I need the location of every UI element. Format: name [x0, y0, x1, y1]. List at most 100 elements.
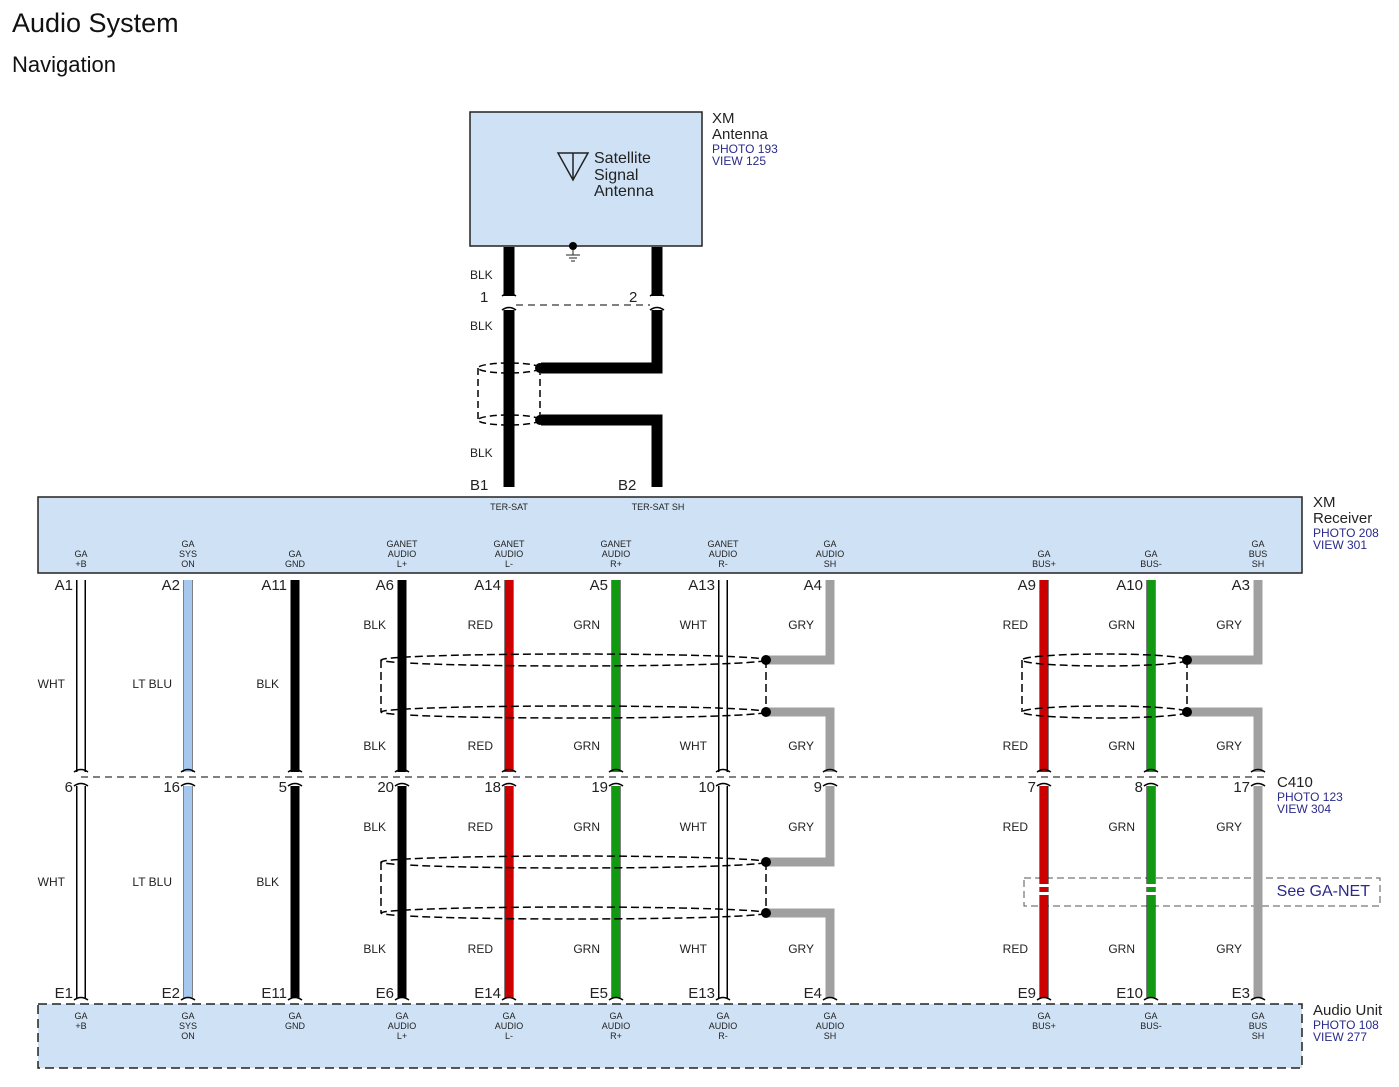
receiver-pin-name-w7: R-: [718, 559, 728, 569]
unit-pin-name-w7: R-: [718, 1031, 728, 1041]
unit-break-w9: [1036, 996, 1052, 1001]
unit-pin-name-w10: BUS-: [1140, 1021, 1162, 1031]
receiver-pin-name-w4: AUDIO: [388, 549, 417, 559]
audio-unit-photo-link[interactable]: PHOTO 108: [1313, 1018, 1379, 1032]
receiver-pin-w5: A14: [474, 577, 501, 594]
unit-pin-name-w9: GA: [1037, 1011, 1050, 1021]
receiver-pin-name-w4: GANET: [386, 539, 418, 549]
receiver-pin-name-w10: GA: [1144, 549, 1157, 559]
wire-color-bot2-w9: RED: [1003, 942, 1029, 956]
wire-color-bot-w4: BLK: [363, 739, 386, 753]
wire-lower-w8: [766, 786, 835, 998]
unit-pin-w8: E4: [804, 985, 822, 1002]
receiver-pin-b1: B1: [470, 477, 488, 494]
antenna-view-link[interactable]: VIEW 125: [712, 154, 766, 168]
connector-name: C410: [1277, 774, 1313, 791]
wire-color-mid2-w1: WHT: [38, 875, 66, 889]
wire-color-bot2-w11: GRY: [1216, 942, 1242, 956]
receiver-pin-name-w5: GANET: [493, 539, 525, 549]
receiver-pin-w9: A9: [1018, 577, 1036, 594]
antenna-shield: [477, 362, 545, 426]
receiver-pin-b2: B2: [618, 477, 636, 494]
antenna-wire-color-mid: BLK: [470, 319, 493, 333]
unit-pin-w5: E14: [474, 985, 501, 1002]
receiver-pin-name-w11: GA: [1251, 539, 1264, 549]
wire-color-bot-w11: GRY: [1216, 739, 1242, 753]
connector-break-bottom-w7: [715, 782, 731, 787]
connector-photo-link[interactable]: PHOTO 123: [1277, 790, 1343, 804]
wire-color-top2-w10: GRN: [1108, 820, 1135, 834]
connector-break-top-w5: [501, 768, 517, 773]
connector-pin-w1: 6: [65, 779, 73, 796]
shield-audio-lower: [380, 855, 771, 920]
receiver-name-line1: XM: [1313, 494, 1336, 511]
connector-break-bottom-w6: [608, 782, 624, 787]
receiver-box: [37, 496, 1303, 574]
unit-pin-name-w11: GA: [1251, 1011, 1264, 1021]
unit-break-w3: [287, 996, 303, 1001]
connector-pin-w10: 8: [1135, 779, 1143, 796]
receiver-pin-name-w2: SYS: [179, 549, 197, 559]
receiver-pin-name-w8: SH: [824, 559, 837, 569]
antenna-photo-link[interactable]: PHOTO 193: [712, 142, 778, 156]
connector-break-top-w1: [73, 768, 89, 773]
unit-pin-w10: E10: [1116, 985, 1143, 1002]
connector-break-top-w10: [1143, 768, 1159, 773]
unit-break-w7: [715, 996, 731, 1001]
antenna-connector-breaks: [501, 292, 665, 311]
unit-pin-name-w5: AUDIO: [495, 1021, 524, 1031]
receiver-pin-label-tersatsh: TER-SAT SH: [632, 502, 685, 512]
receiver-name-line2: Receiver: [1313, 510, 1372, 527]
connector-break-bottom-w5: [501, 782, 517, 787]
connector-pin-w5: 18: [484, 779, 501, 796]
wire-color-bot2-w10: GRN: [1108, 942, 1135, 956]
unit-pin-name-w2: SYS: [179, 1021, 197, 1031]
receiver-pin-name-w10: BUS-: [1140, 559, 1162, 569]
wire-color-bot-w8: GRY: [788, 739, 814, 753]
wire-color-top-w7: WHT: [680, 618, 708, 632]
unit-pin-name-w6: AUDIO: [602, 1021, 631, 1031]
receiver-photo-link[interactable]: PHOTO 208: [1313, 526, 1379, 540]
audio-unit-view-link[interactable]: VIEW 277: [1313, 1030, 1367, 1044]
unit-pin-name-w9: BUS+: [1032, 1021, 1056, 1031]
wire-color-top-w4: BLK: [363, 618, 386, 632]
connector-view-link[interactable]: VIEW 304: [1277, 802, 1331, 816]
wire-color-bot-w9: RED: [1003, 739, 1029, 753]
connector-pin-w11: 17: [1233, 779, 1250, 796]
receiver-pin-name-w5: AUDIO: [495, 549, 524, 559]
unit-pin-w2: E2: [162, 985, 180, 1002]
unit-pin-name-w5: L-: [505, 1031, 513, 1041]
connector-break-top-w4: [394, 768, 410, 773]
receiver-pin-w3: A11: [261, 577, 287, 594]
receiver-view-link[interactable]: VIEW 301: [1313, 538, 1367, 552]
receiver-pin-name-w2: ON: [181, 559, 195, 569]
ground-icon: [566, 242, 580, 262]
receiver-pin-name-w8: GA: [823, 539, 836, 549]
connector-break-bottom-w10: [1143, 782, 1159, 787]
receiver-pin-name-w9: BUS+: [1032, 559, 1056, 569]
receiver-pin-w6: A5: [590, 577, 608, 594]
receiver-pin-name-w6: R+: [610, 559, 622, 569]
receiver-pin-name-w3: GA: [288, 549, 301, 559]
wire-color-bot2-w4: BLK: [363, 942, 386, 956]
unit-pin-name-w3: GND: [285, 1021, 306, 1031]
wire-color-mid2-w3: BLK: [256, 875, 279, 889]
receiver-pin-name-w6: AUDIO: [602, 549, 631, 559]
connector-break-bottom-w11: [1250, 782, 1266, 787]
unit-pin-name-w8: AUDIO: [816, 1021, 845, 1031]
unit-pin-name-w10: GA: [1144, 1011, 1157, 1021]
receiver-pin-name-w2: GA: [181, 539, 194, 549]
wire-color-bot2-w7: WHT: [680, 942, 708, 956]
wire-color-mid2-w2: LT BLU: [132, 875, 172, 889]
receiver-pin-name-w3: GND: [285, 559, 306, 569]
wire-color-bot-w7: WHT: [680, 739, 708, 753]
connector-break-top-w6: [608, 768, 624, 773]
unit-pin-w1: E1: [55, 985, 73, 1002]
wire-color-bot-w6: GRN: [573, 739, 600, 753]
unit-break-w1: [73, 996, 89, 1001]
unit-break-w10: [1143, 996, 1159, 1001]
receiver-pin-label-tersat: TER-SAT: [490, 502, 528, 512]
receiver-pin-w10: A10: [1116, 577, 1143, 594]
unit-break-w2: [180, 996, 196, 1001]
see-ganet-link[interactable]: See GA-NET: [1277, 883, 1371, 900]
